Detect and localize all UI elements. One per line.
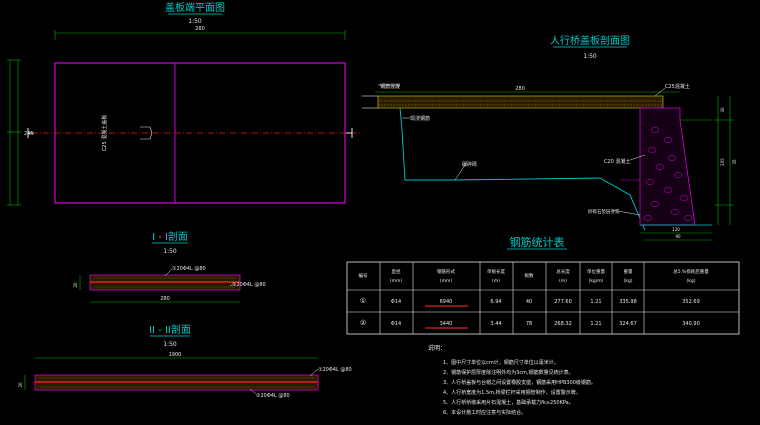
table-header-cell: 重量	[624, 268, 633, 275]
table-header-cell: 总长度	[556, 268, 570, 275]
table-header-row: 编号 直径 (mm) 钢筋形式 (mm) 单根长度 (m) 根数 总长度 (m) 单位重量 (kg/m…	[359, 268, 710, 284]
bridge-top-dim: 280	[515, 86, 525, 92]
section1-left-dim: 20	[73, 282, 78, 288]
section1-callout-top: ①20Φ4L @80	[172, 266, 206, 272]
table-header-cell: 直径	[392, 268, 401, 275]
bridge-right-dim-top: 30	[720, 107, 725, 113]
rebar-table: 钢筋统计表 编号 直径 (mm) 钢筋形式 (mm) 单根长度 (m) 根数 总长度 (m) 单位重…	[346, 235, 740, 335]
bridge-label-left-top: 钢筋混凝	[380, 83, 400, 90]
table-header-cell: 总5.%损耗后重量	[673, 268, 709, 275]
bridge-bottom-dim2: 90	[675, 234, 681, 239]
table-header-cell: 根数	[525, 272, 534, 279]
bridge-channel-outline	[399, 107, 601, 181]
bridge-title: 人行桥盖板剖面图	[550, 34, 630, 47]
bridge-label-right-bottom: 砂砾石垫层夯实	[588, 208, 620, 215]
section1-scale: 1:50	[163, 248, 177, 255]
table-cell-unit_wt: 1.21	[590, 299, 601, 305]
section2-scale: 1:50	[163, 341, 177, 348]
notes-list: 1、图中尺寸单位以cm计，钢筋尺寸单位以毫米计。 2、钢筋保护层厚度除注明外均为3…	[443, 359, 596, 416]
bridge-label-right-mid: C20 混凝土	[604, 158, 630, 165]
section2-callout-bottom: ②20Φ4L @80	[256, 393, 290, 399]
bridge-bottom-dim: 120	[672, 227, 680, 232]
plan-top-dim: 280	[195, 26, 205, 32]
note-item: 6、本设计施工时应注意与实际结合。	[443, 409, 526, 416]
section1-title: I - I剖面	[152, 230, 188, 243]
section2-callout-top: ①20Φ4L @80	[318, 367, 352, 373]
table-cell-wt: 324.67	[619, 321, 637, 327]
table-cell-unit_wt: 1.21	[590, 321, 601, 327]
plan-side-dim: 245	[24, 131, 34, 137]
plan-scale: 1:50	[188, 18, 202, 25]
table-border	[346, 261, 740, 335]
bridge-right-dim-bottom: 35	[732, 159, 737, 165]
table-header-cell: (kg/m)	[589, 278, 604, 284]
bridge-label-deck: C25混凝土	[665, 83, 690, 90]
plan-view: 盖板端平面图 1:50 280 245 C25 混凝土盖板	[7, 1, 360, 206]
section2-bottom-dim: 1900	[169, 352, 182, 358]
table-cell-count: 40	[526, 299, 532, 305]
table-cell-id: ②	[360, 319, 366, 327]
section1-bottom-dim: 280	[160, 296, 170, 302]
note-item: 4、人行桥宽度为1.5m,桥梁栏杆采用钢管制作，设置警示牌。	[443, 389, 581, 396]
bridge-section: 人行桥盖板剖面图 1:50 280	[362, 34, 737, 241]
table-cell-shape: 6940	[440, 299, 453, 305]
section-1: I - I剖面 1:50 20 280 ①20Φ4L @80 ②20Φ4L @8…	[73, 230, 266, 303]
plan-center-label: C25 混凝土盖板	[101, 115, 108, 151]
section-2: II - II剖面 1:50 1900 20 ①20Φ4L @80 ②20Φ4L…	[18, 323, 352, 399]
table-header-cell: (kg)	[624, 278, 633, 284]
table-cell-total_wt: 352.69	[682, 299, 700, 305]
table-cell-shape: 3440	[440, 321, 453, 327]
table-cell-unit_len: 6.94	[490, 299, 501, 305]
table-header-cell: 编号	[359, 272, 368, 279]
table-cell-wt: 335.98	[619, 299, 637, 305]
table-header-cell: 单位重量	[587, 268, 605, 275]
table-header-cell: (kg)	[687, 278, 696, 284]
bridge-scale: 1:50	[583, 53, 597, 60]
table-header-cell: 钢筋形式	[437, 268, 455, 275]
section2-title: II - II剖面	[149, 323, 191, 336]
table-cell-dia: Φ14	[391, 299, 401, 305]
table-cell-count: 78	[526, 321, 532, 327]
notes: 说明： 1、图中尺寸单位以cm计，钢筋尺寸单位以毫米计。 2、钢筋保护层厚度除注明…	[428, 344, 596, 416]
table-cell-unit_len: 3.44	[490, 321, 501, 327]
note-item: 5、人行桥桥墩采用片石混凝土，基础承载力fk≥250KPa。	[443, 399, 574, 406]
notes-heading: 说明：	[428, 344, 446, 352]
section1-callout-bottom: ②20Φ4L @80	[232, 282, 266, 288]
table-header-cell: (m)	[559, 278, 567, 284]
table-cell-id: ①	[360, 297, 366, 305]
note-item: 2、钢筋保护层厚度除注明外均为3cm,钢筋数量见统计表。	[443, 369, 574, 376]
table-header-cell: (mm)	[440, 278, 453, 284]
plan-title: 盖板端平面图	[165, 1, 225, 14]
note-item: 3、人行桥盖板与台帽之间设置橡胶支座，钢筋采用HPB300级钢筋。	[443, 379, 596, 386]
section2-left-dim: 20	[18, 382, 23, 388]
bridge-label-mid: 碾碎砾	[462, 161, 477, 168]
table-cell-total_len: 268.32	[554, 321, 572, 327]
table-header-cell: (m)	[492, 278, 500, 284]
table-cell-dia: Φ14	[391, 321, 401, 327]
table-header-cell: 单根长度	[487, 268, 505, 275]
bridge-deck	[377, 95, 664, 109]
bridge-abutment	[639, 107, 696, 226]
table-cell-total_wt: 340.90	[682, 321, 700, 327]
bridge-label-left-mid: 现浇钢筋	[410, 115, 430, 122]
table-title: 钢筋统计表	[510, 235, 565, 249]
note-item: 1、图中尺寸单位以cm计，钢筋尺寸单位以毫米计。	[443, 359, 559, 366]
table-cell-total_len: 277.60	[554, 299, 572, 305]
bridge-right-dim-mid: 205	[720, 158, 725, 166]
table-header-cell: (mm)	[390, 278, 403, 284]
table-body: ① Φ14 6940 6.94 40 277.60 1.21 335.98 352.69 ② Φ14…	[360, 297, 700, 329]
